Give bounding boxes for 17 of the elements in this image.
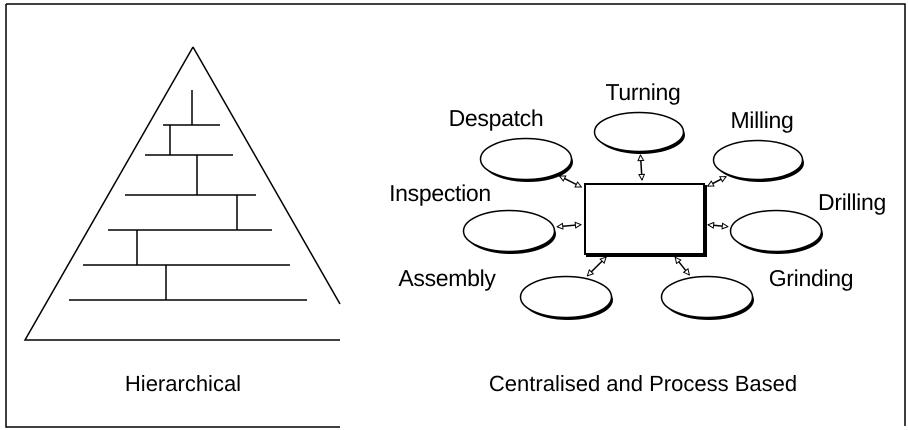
process-label: Assembly [397, 264, 497, 292]
process-label: Inspection [388, 179, 492, 207]
diagram-caption: Hierarchical [124, 371, 242, 397]
double-arrow [674, 256, 690, 276]
double-arrow [559, 175, 582, 188]
process-label: Turning [604, 78, 682, 106]
double-arrow [556, 222, 582, 230]
process-label: Grinding [768, 264, 854, 292]
process-label: Drilling [817, 188, 887, 216]
process-label: Milling [729, 106, 795, 134]
double-arrow [586, 256, 607, 276]
double-arrow [708, 222, 728, 230]
double-arrow [707, 176, 727, 187]
diagram-caption: Centralised and Process Based [488, 371, 798, 397]
double-arrow [638, 154, 645, 180]
rectangle-box [584, 183, 705, 255]
process-label: Despatch [448, 104, 544, 132]
